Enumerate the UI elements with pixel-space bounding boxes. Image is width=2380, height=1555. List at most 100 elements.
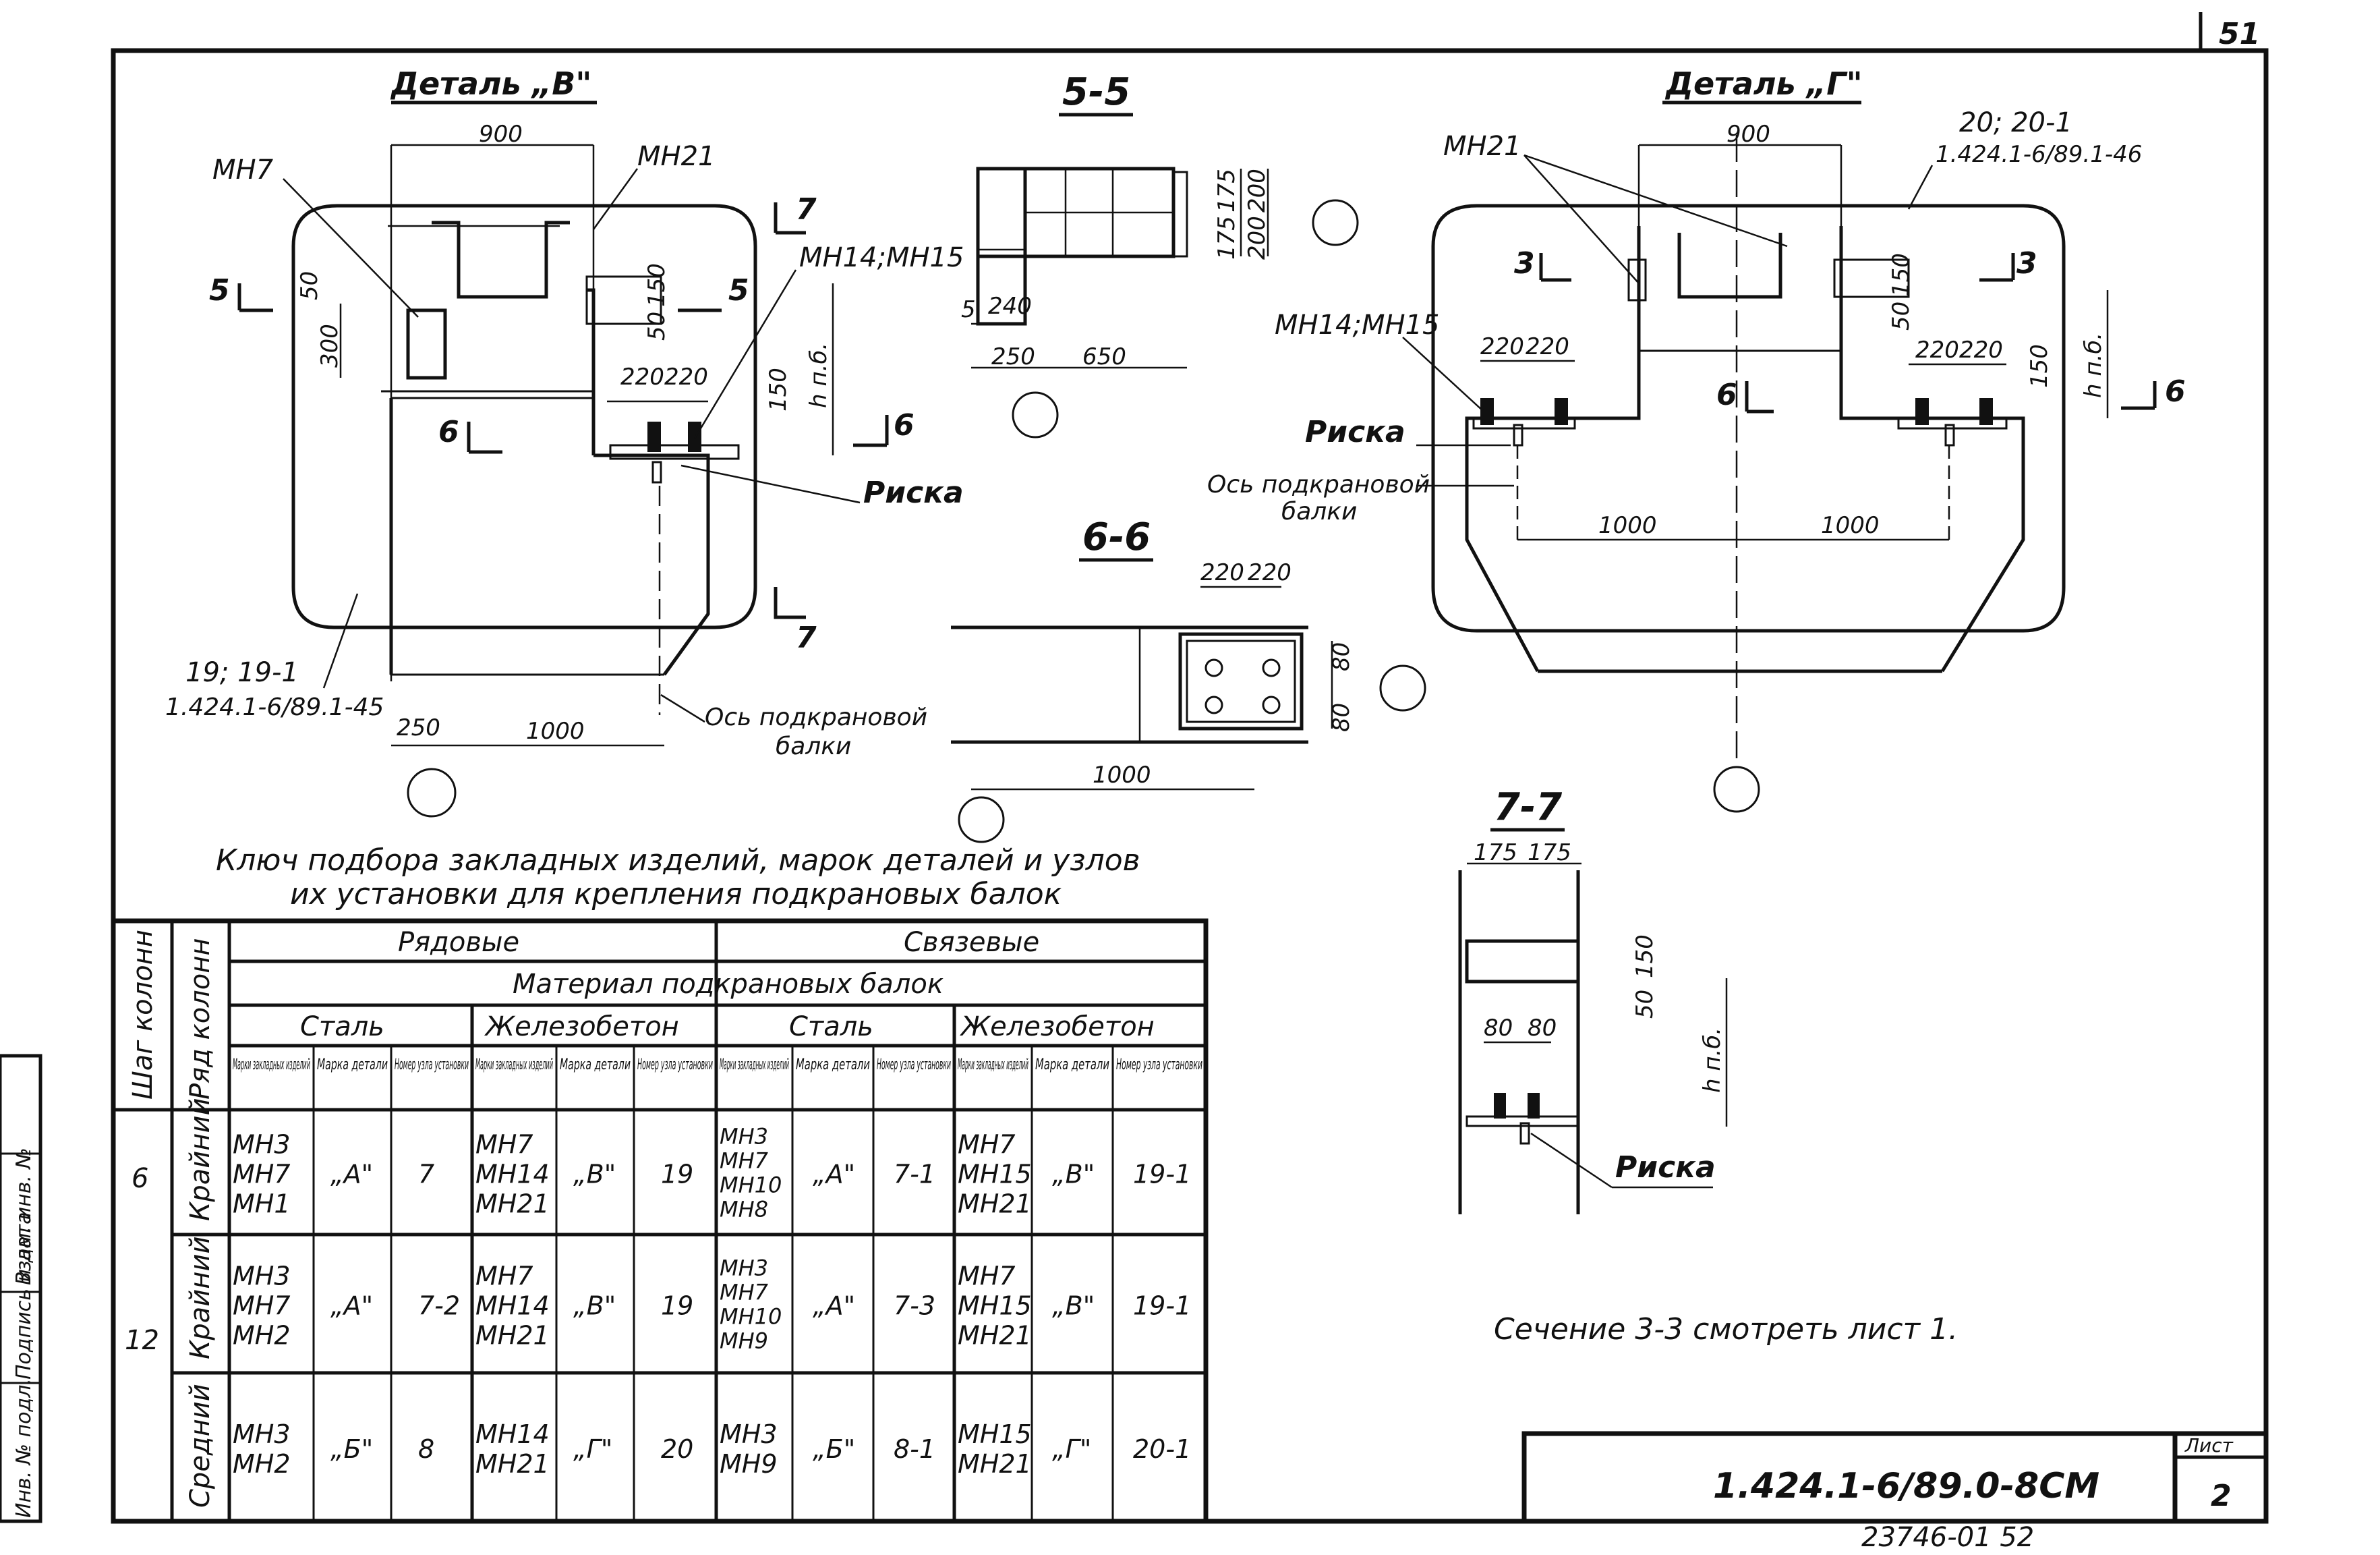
s66-title: 6-6 bbox=[1082, 515, 1151, 559]
sheet-label: Лист bbox=[2184, 1434, 2234, 1457]
table-cell: 19 bbox=[661, 1160, 693, 1189]
table-cell: „В" bbox=[1052, 1291, 1095, 1321]
th-bracing: Связевые bbox=[904, 927, 1039, 958]
sub-node-2: Номер узла установки bbox=[637, 1056, 713, 1073]
s77-title: 7-7 bbox=[1494, 785, 1562, 829]
dim-g-1000b: 1000 bbox=[1821, 512, 1880, 539]
axis-bubble-66b bbox=[958, 796, 1005, 843]
sub-detail-2: Марка детали bbox=[560, 1056, 631, 1073]
s77-175b: 175 bbox=[1528, 839, 1571, 866]
dim-b-300: 300 bbox=[316, 324, 343, 368]
s55-175a: 175 bbox=[1213, 169, 1240, 213]
s55-title: 5-5 bbox=[1062, 70, 1130, 114]
dim-b-150b: 150 bbox=[765, 368, 792, 412]
table-cell: „Б" bbox=[813, 1434, 855, 1464]
table-cell: „Г" bbox=[573, 1434, 612, 1464]
table-cell: 19 bbox=[661, 1291, 693, 1321]
dim-g-220a: 220 bbox=[1480, 333, 1524, 360]
s55-200b: 200 bbox=[1244, 216, 1271, 260]
archive-number: 23746-01 52 bbox=[1861, 1522, 2034, 1553]
sec-g-6-right: 6 bbox=[2165, 374, 2186, 409]
label-g-axis2: балки bbox=[1281, 498, 1357, 526]
sub-node-1: Номер узла установки bbox=[395, 1056, 469, 1073]
sub-detail-4: Марка детали bbox=[1035, 1056, 1109, 1073]
label-g-axis1: Ось подкрановой bbox=[1207, 471, 1430, 499]
sub-marks-4: Марки закладных изделий bbox=[958, 1056, 1028, 1073]
sub-marks-2: Марки закладных изделий bbox=[475, 1056, 553, 1073]
th-ordinary: Рядовые bbox=[398, 927, 519, 958]
table-cell: „А" bbox=[330, 1291, 373, 1321]
sheet-number: 2 bbox=[2211, 1479, 2232, 1513]
th-concrete-2: Железобетон bbox=[959, 1011, 1155, 1042]
table-cell: 7-3 bbox=[894, 1291, 935, 1321]
table-step-value: 6 bbox=[132, 1163, 148, 1194]
th-steel-2: Сталь bbox=[789, 1011, 873, 1042]
table-caption-1: Ключ подбора закладных изделий, марок де… bbox=[216, 843, 1140, 878]
table-step-value: 12 bbox=[125, 1325, 159, 1356]
table-cell: „А" bbox=[813, 1160, 855, 1189]
sec-b-7-bot: 7 bbox=[796, 621, 817, 655]
label-g-mh14: МН14;МН15 bbox=[1275, 310, 1439, 341]
axis-bubble-g bbox=[1713, 766, 1760, 813]
dim-g-900: 900 bbox=[1726, 121, 1770, 148]
sub-node-4: Номер узла установки bbox=[1116, 1056, 1202, 1073]
stamp-replace: Взам. инв. № bbox=[12, 1148, 36, 1285]
dim-b-150: 150 bbox=[643, 263, 670, 307]
table-row-label: Средний bbox=[185, 1384, 216, 1508]
dim-b-50b: 50 bbox=[643, 312, 670, 341]
th-subheaders: Марки закладных изделий Марка детали Ном… bbox=[233, 1056, 1202, 1073]
doc-code: 1.424.1-6/89.0-8СМ bbox=[1713, 1466, 2099, 1506]
s66-bolts bbox=[1204, 658, 1281, 714]
sec-b-6-left: 6 bbox=[438, 415, 459, 449]
th-step: Шаг колонн bbox=[127, 930, 158, 1100]
s77-riska: Риска bbox=[1615, 1150, 1716, 1185]
table-cell: „А" bbox=[813, 1291, 855, 1321]
s55-175b: 175 bbox=[1213, 216, 1240, 260]
label-b-ref1: 19; 19-1 bbox=[185, 657, 299, 688]
s66-80a: 80 bbox=[1328, 642, 1355, 671]
table-cell: 7 bbox=[418, 1160, 434, 1189]
s77-150: 150 bbox=[1631, 934, 1658, 978]
sub-marks-3: Марки закладных изделий bbox=[720, 1056, 789, 1073]
dim-b-220b: 220 bbox=[664, 364, 708, 391]
sec-g-3-right: 3 bbox=[2016, 246, 2037, 281]
sub-marks-1: Марки закладных изделий bbox=[233, 1056, 310, 1073]
table-cell: 20-1 bbox=[1133, 1434, 1191, 1464]
dim-b-220a: 220 bbox=[620, 364, 664, 391]
th-concrete-1: Железобетон bbox=[484, 1011, 679, 1042]
table-cell: „А" bbox=[330, 1160, 373, 1189]
axis-bubble-b bbox=[407, 768, 457, 818]
dim-g-150b: 150 bbox=[2026, 344, 2053, 388]
table-cell: „В" bbox=[573, 1160, 616, 1189]
sec-b-6-right: 6 bbox=[894, 408, 915, 443]
dim-b-1000: 1000 bbox=[526, 718, 585, 745]
axis-bubble-55b bbox=[1012, 391, 1059, 439]
label-g-ref2: 1.424.1-6/89.1-46 bbox=[1936, 141, 2142, 168]
dim-g-hpb: h п.б. bbox=[2080, 333, 2107, 398]
table-cell: „В" bbox=[573, 1291, 616, 1321]
th-row: Ряд колонн bbox=[185, 938, 216, 1100]
s55-650: 650 bbox=[1082, 343, 1126, 370]
axis-bubble-66a bbox=[1379, 665, 1426, 712]
sec-g-6-left: 6 bbox=[1716, 378, 1737, 412]
key-table: Ключ подбора закладных изделий, марок де… bbox=[111, 843, 1209, 1524]
label-g-ref1: 20; 20-1 bbox=[1959, 107, 2072, 138]
sec-b-7-top: 7 bbox=[796, 192, 817, 227]
table-cell: 19-1 bbox=[1133, 1291, 1191, 1321]
sec-b-5-right: 5 bbox=[728, 273, 749, 308]
dim-b-hpb: h п.б. bbox=[805, 343, 832, 408]
side-stamp: Инв. № подл. Подпись и дата Взам. инв. № bbox=[0, 1054, 42, 1523]
dim-g-220b: 220 bbox=[1526, 333, 1569, 360]
table-cell: 7-1 bbox=[894, 1160, 935, 1189]
label-g-riska: Риска bbox=[1305, 415, 1405, 449]
s77-hpb: h п.б. bbox=[1699, 1027, 1726, 1093]
label-b-mh7: МН7 bbox=[212, 154, 274, 186]
dim-b-900: 900 bbox=[479, 121, 523, 148]
table-cell: 20 bbox=[661, 1434, 693, 1464]
s66-80b: 80 bbox=[1328, 703, 1355, 732]
